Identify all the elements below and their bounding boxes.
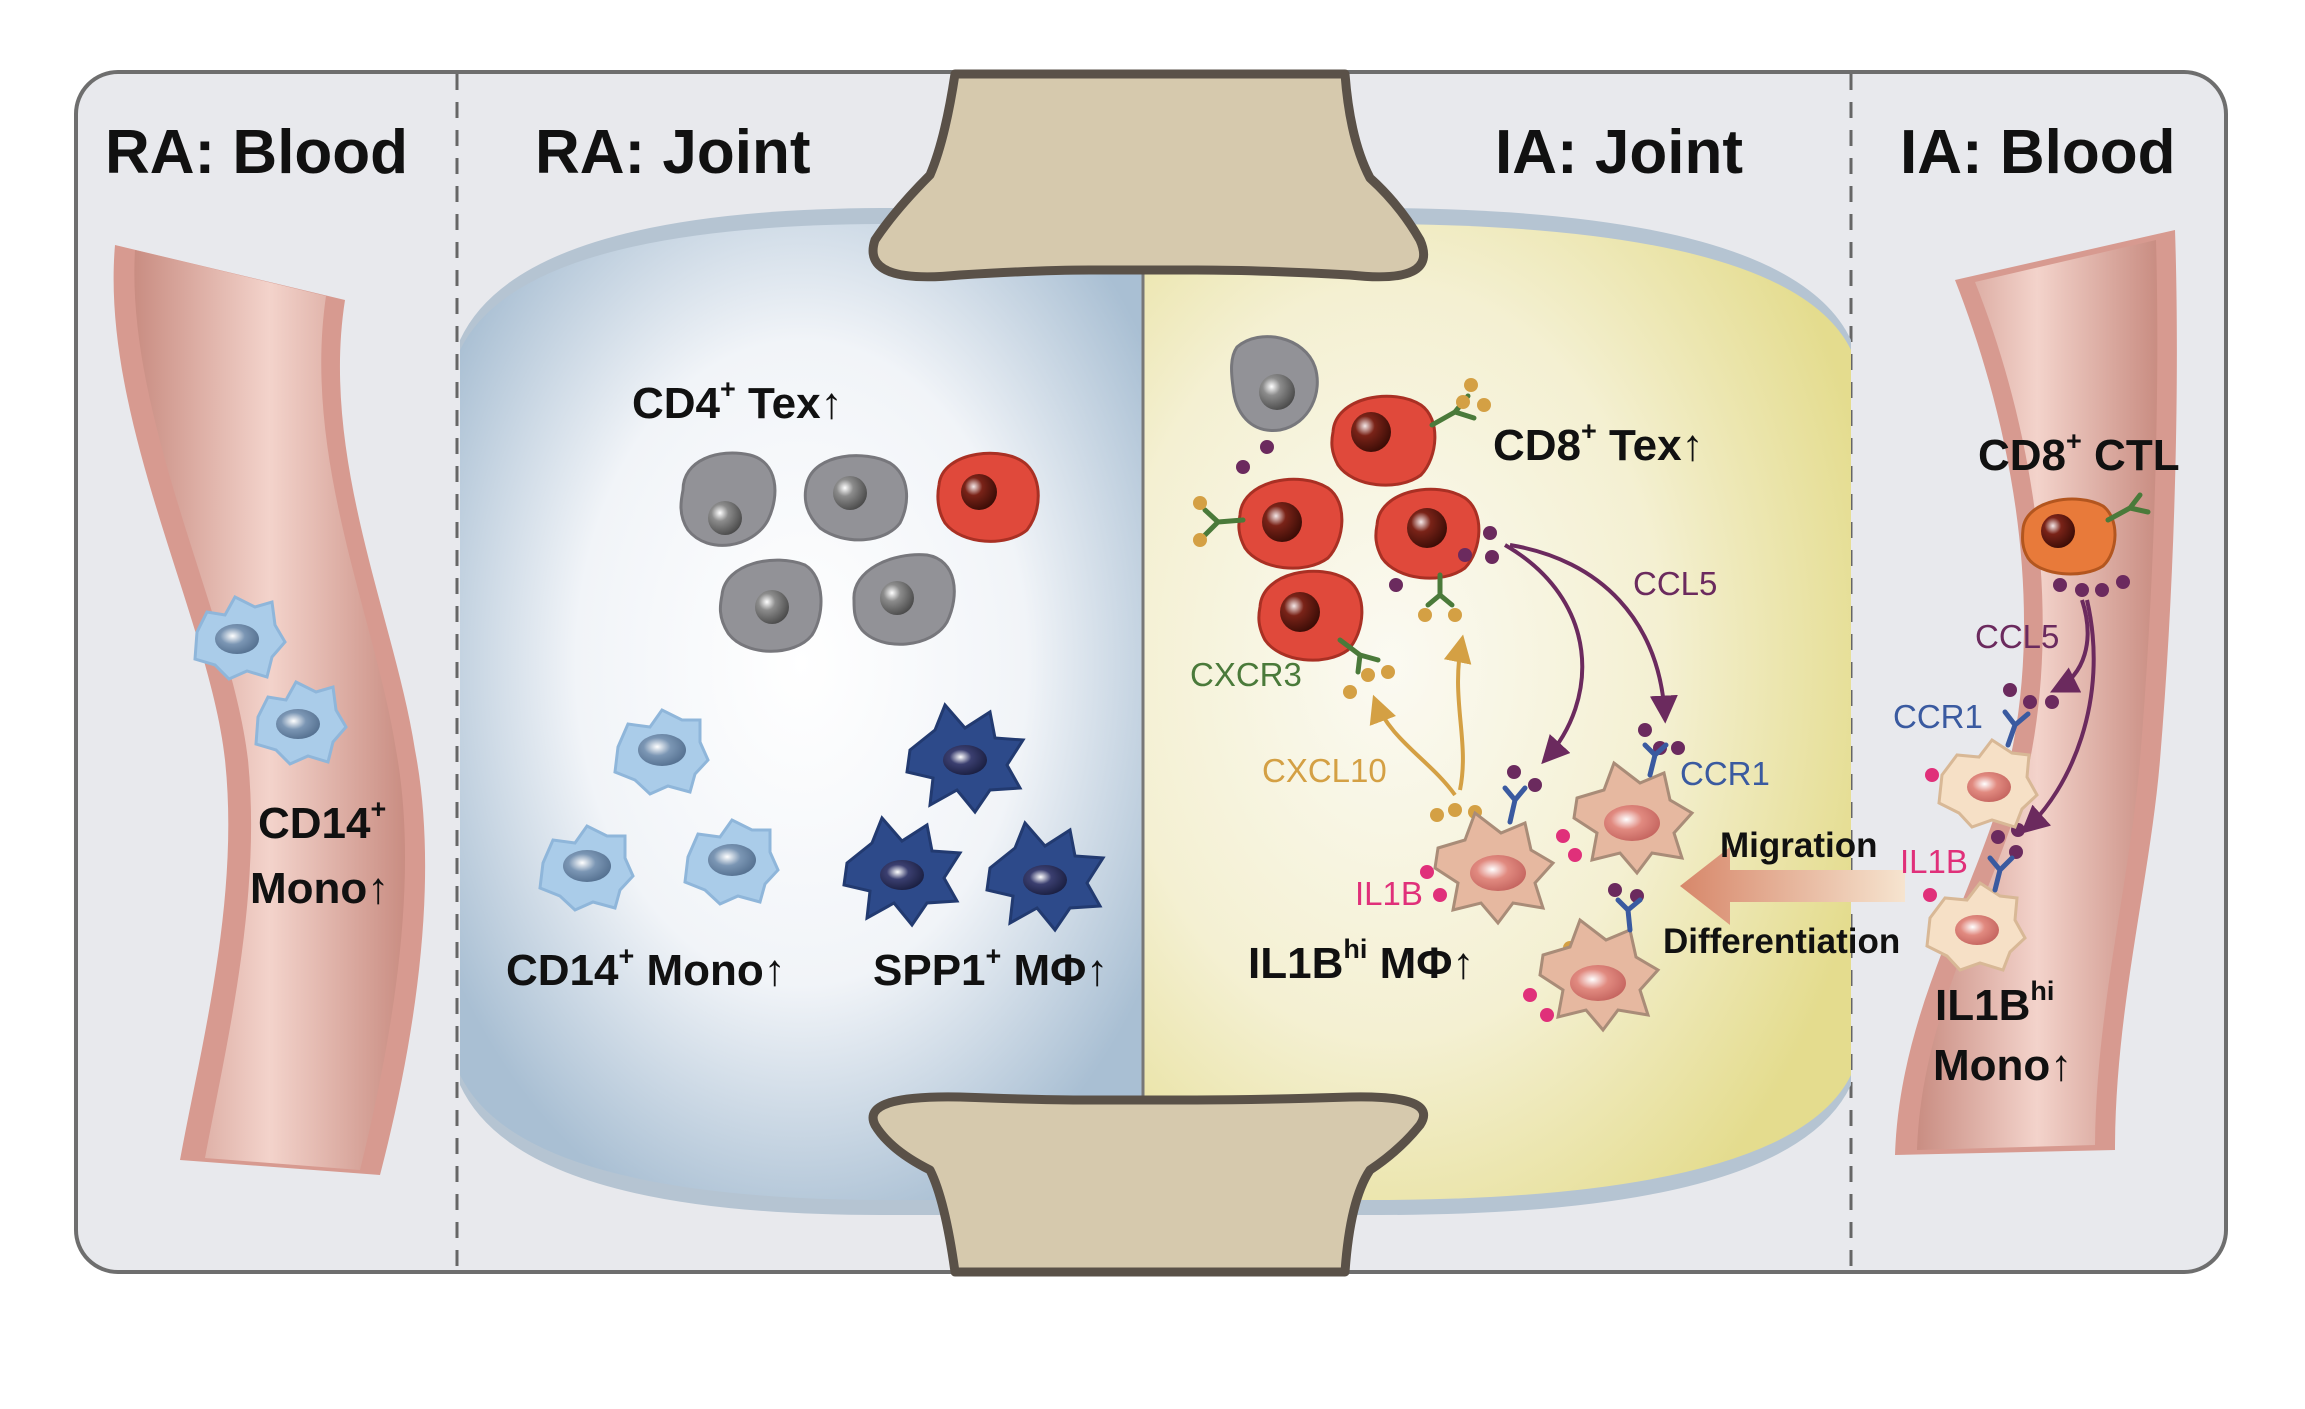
ra-joint-space [460,224,1143,1200]
ccl5-dots-blood [1991,575,2130,859]
ra-cd4-tex-cell-3 [718,558,823,653]
ia-il1b-macrophage-2 [1572,760,1695,876]
ccl5-arrow-1 [1503,543,1585,765]
ccl5-blood-arrow-2 [2020,599,2096,834]
ra-cd4-tex-cell-1 [679,451,777,547]
title-ia-blood: IA: Blood [1900,118,2176,187]
ra-joint-spp1-macrophage-3 [985,820,1106,933]
il1b-dots-joint [1420,829,1582,1022]
ccl5-blood-arrow-1 [2049,599,2090,693]
ia-blood-mono-label: IL1Bhi [1935,976,2054,1030]
ia-blood-ctl-cell [2021,497,2117,576]
ra-joint-monocyte-3 [683,818,780,906]
ia-il1b-macrophage-1 [1433,810,1556,926]
migration-label: Migration [1720,826,1877,865]
ia-joint-cd8-label: CD8+ Tex↑ [1493,416,1704,470]
ia-joint-cxcl10-label: CXCL10 [1262,752,1387,789]
ia-cd8-tex-cell-2 [1237,477,1344,570]
ia-joint-gray-tcell [1230,335,1319,432]
ia-blood-il1b-label: IL1B [1900,843,1968,880]
ia-joint-cxcr3-label: CXCR3 [1190,656,1302,693]
ra-joint-monocyte-2 [538,824,635,912]
ra-cd4-tex-cell-2 [803,454,909,542]
ia-joint-ccr1-label: CCR1 [1680,755,1770,792]
ia-blood-ccl5-label: CCL5 [1975,618,2059,655]
cxcl10-arrow-1 [1369,694,1457,797]
ra-joint-cd4-label: CD4+ Tex↑ [632,374,843,428]
ra-joint-monocyte-1 [613,708,710,796]
joint-capsule [460,208,1851,1215]
differentiation-label: Differentiation [1663,922,1900,961]
ctl-receptor [2105,492,2151,523]
ccr1-receptors-joint [1502,742,1669,933]
ia-joint-ccl5-label: CCL5 [1633,565,1717,602]
title-ra-blood: RA: Blood [105,118,408,187]
ia-joint-mac-label: IL1Bhi MΦ↑ [1248,934,1474,988]
ra-joint-cd14-label: CD14+ Mono↑ [506,941,786,995]
title-ra-joint: RA: Joint [535,118,811,187]
title-ia-joint: IA: Joint [1495,118,1743,187]
ia-joint-il1b-label: IL1B [1355,875,1423,912]
ia-blood-mono-label-line2: Mono↑ [1933,1041,2072,1090]
ccl5-dots-joint [1236,440,1685,903]
ra-cd4-tex-cell-4 [852,553,956,646]
ra-joint-spp1-macrophage-2 [842,815,963,928]
ra-blood-cell-label-line2: Mono↑ [250,864,389,913]
migration-arrow[interactable] [1680,847,1905,925]
ra-joint-spp1-label: SPP1+ MΦ↑ [873,941,1108,995]
ia-joint-space [1143,224,1851,1200]
ia-blood-monocyte-2 [1925,880,2027,972]
ra-cd4-tex-cell-red [936,451,1040,543]
bone-top [868,69,1429,282]
cxcl10-arrow-2 [1443,634,1472,791]
ra-blood-monocyte-2 [254,680,348,766]
ia-cd8-tex-cell-3 [1374,487,1481,580]
ia-cd8-tex-cell-4 [1257,569,1364,662]
ra-blood-cell-label: CD14+ [258,794,386,848]
ia-cd8-tex-cell-1 [1330,394,1437,487]
ia-blood-ctl-label: CD8+ CTL [1978,426,2180,480]
ra-joint-spp1-macrophage-1 [905,702,1026,815]
ia-blood-ccr1-label: CCR1 [1893,698,1983,735]
ccr1-receptors-blood [1987,709,2031,893]
il1b-dots-blood [1923,768,1939,902]
bone-bottom [868,1092,1429,1277]
ccl5-arrow-2 [1509,543,1678,724]
ra-blood-monocyte-1 [193,595,287,681]
ia-blood-monocyte-1 [1937,737,2039,829]
ia-il1b-macrophage-3 [1538,917,1661,1033]
